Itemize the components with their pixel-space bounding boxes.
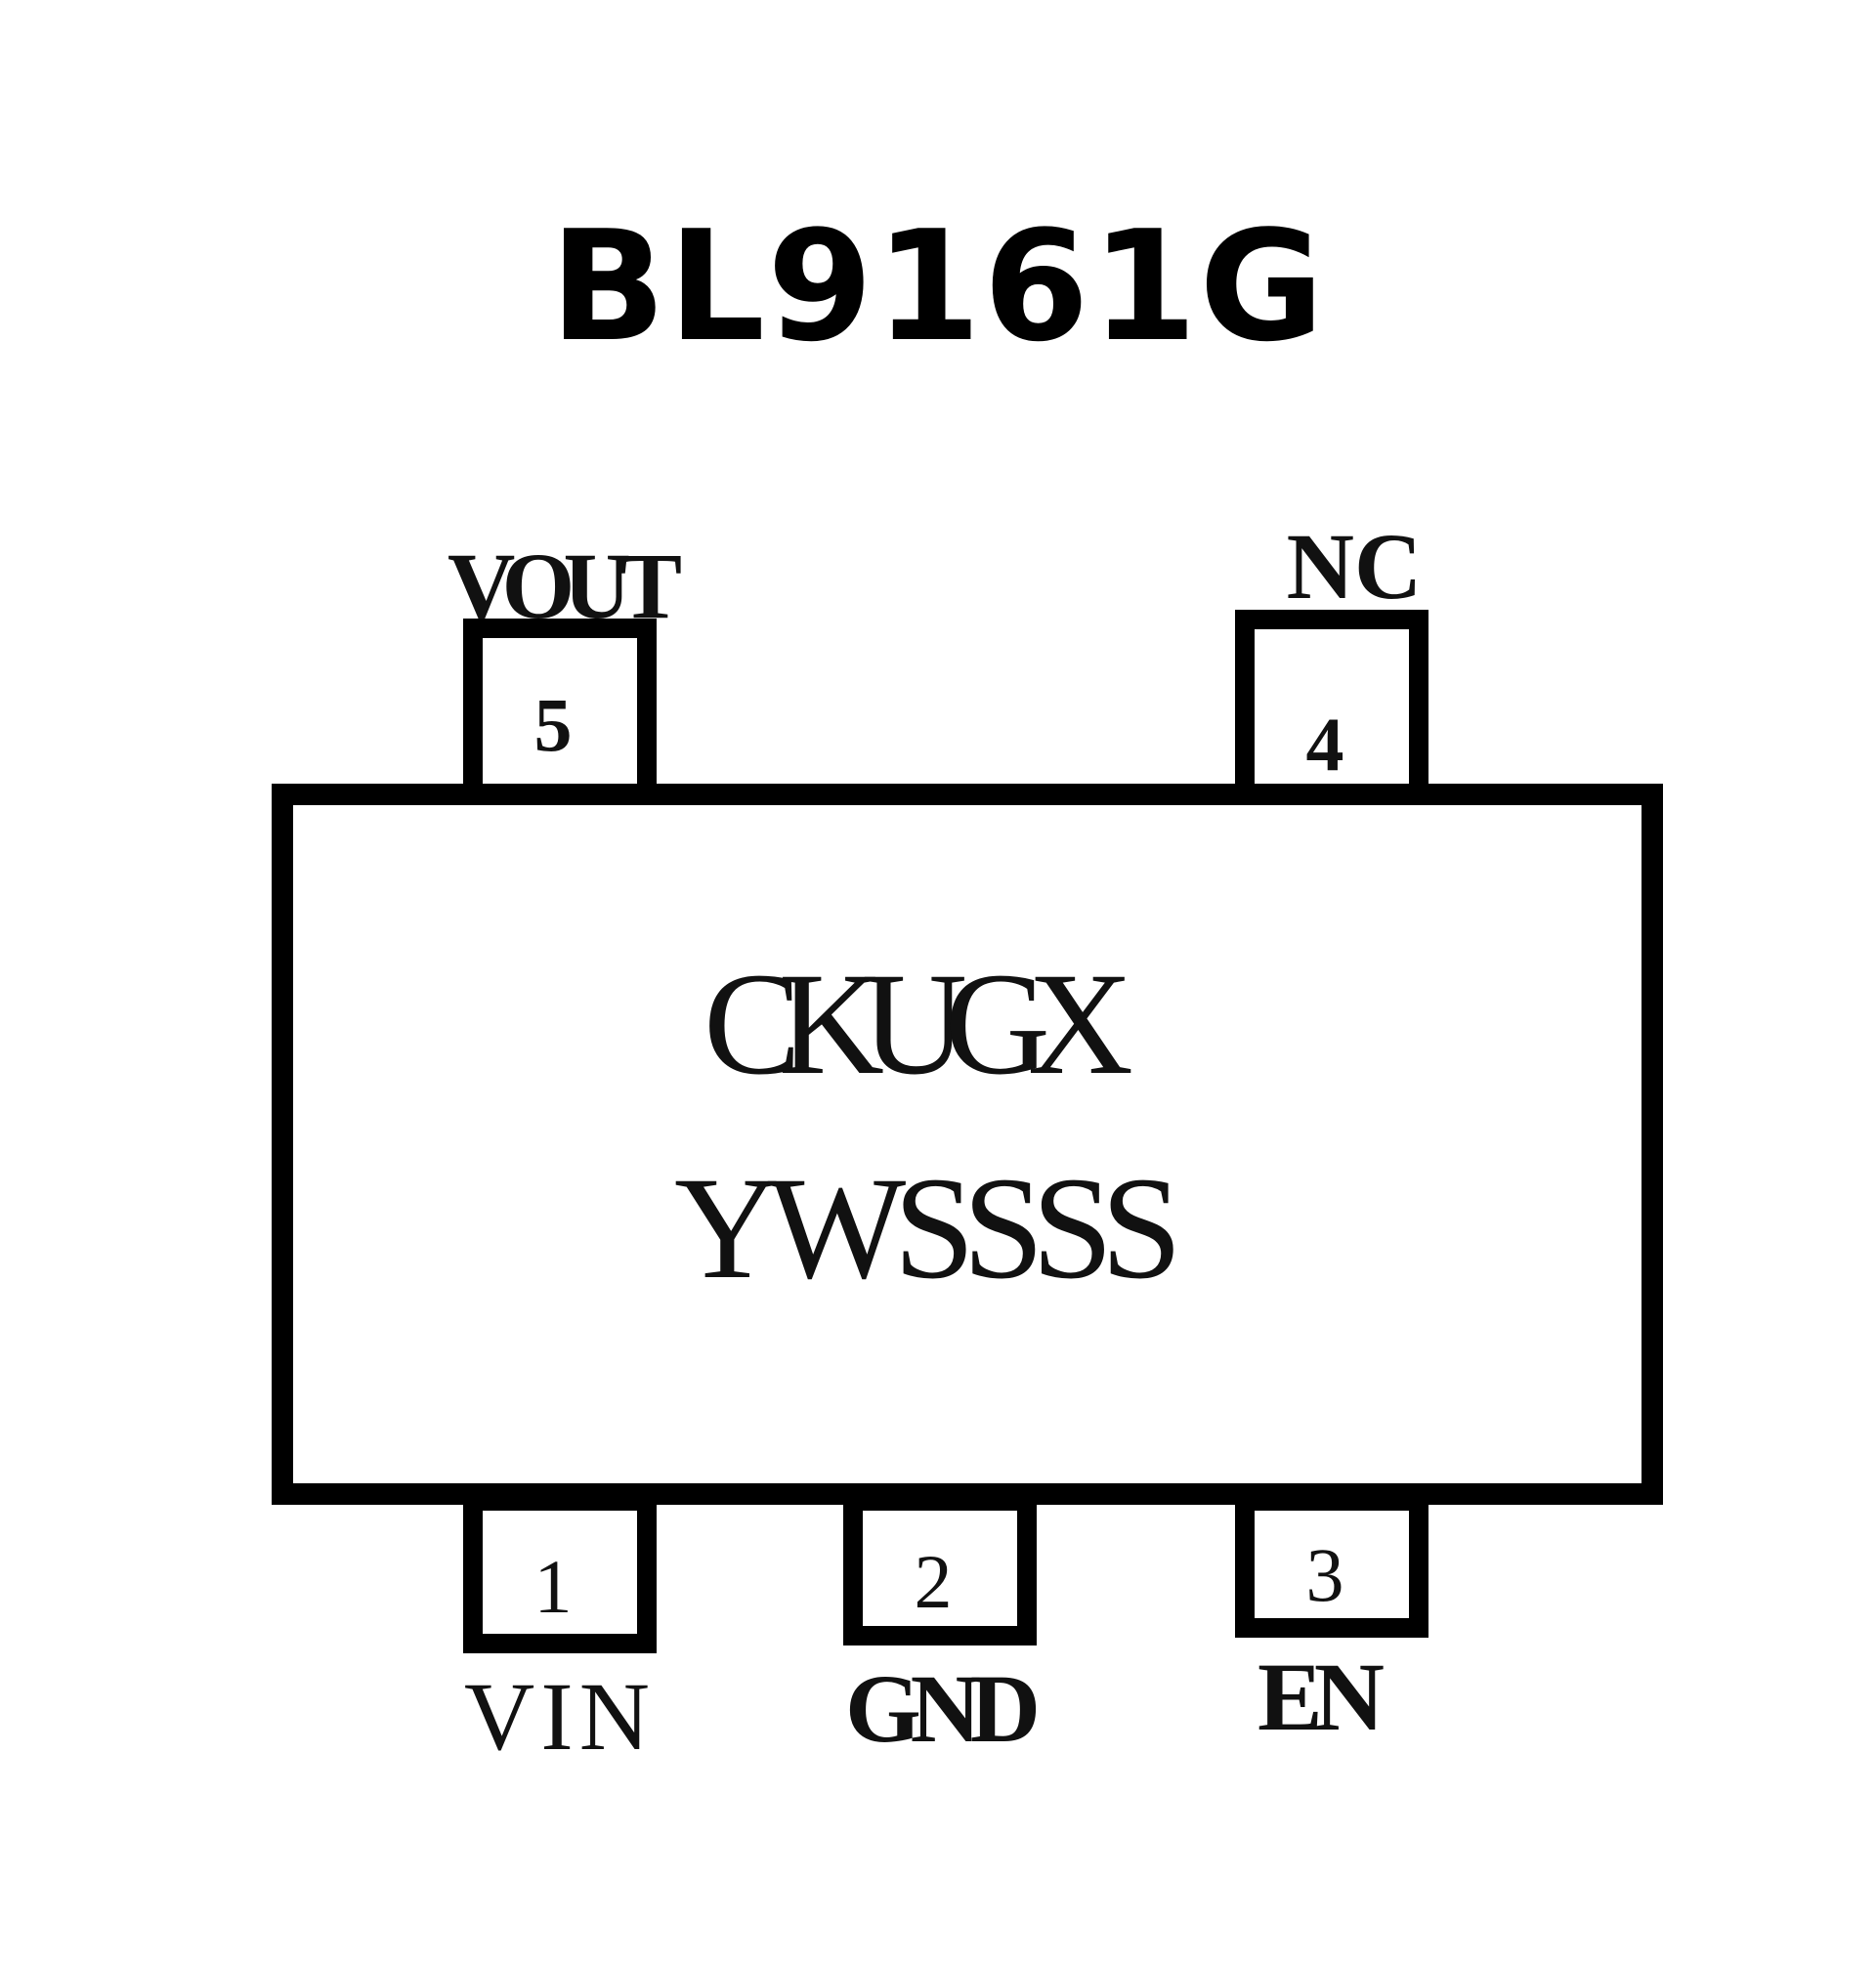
pin-5-pad (463, 619, 657, 809)
marking-line-1: CKUGX (704, 943, 1133, 1105)
pin-2-number: 2 (915, 1539, 953, 1624)
pin-5: 5 VOUT (448, 534, 682, 809)
pin-2-label: GND (845, 1654, 1041, 1763)
pin-3: 3 EN (1235, 1491, 1428, 1751)
pin-3-pad (1235, 1491, 1428, 1638)
pin-5-number: 5 (534, 682, 573, 767)
pin-1-label: VIN (464, 1662, 650, 1771)
pin-4-label: NC (1287, 514, 1423, 619)
package-body (272, 784, 1663, 1505)
pin-3-label: EN (1258, 1643, 1385, 1751)
pin-1-pad (463, 1491, 657, 1653)
marking-line-2: YWSSSS (674, 1147, 1182, 1309)
pin-5-label: VOUT (448, 534, 682, 638)
pin-2: 2 GND (843, 1491, 1041, 1763)
pin-2-pad (843, 1491, 1037, 1645)
chip-title: BL9161G (549, 197, 1327, 375)
pin-1: 1 VIN (463, 1491, 657, 1771)
pin-4-number: 4 (1306, 702, 1344, 787)
pin-3-number: 3 (1306, 1532, 1344, 1617)
pin-4: 4 NC (1235, 514, 1428, 809)
pin-1-number: 1 (534, 1544, 573, 1629)
